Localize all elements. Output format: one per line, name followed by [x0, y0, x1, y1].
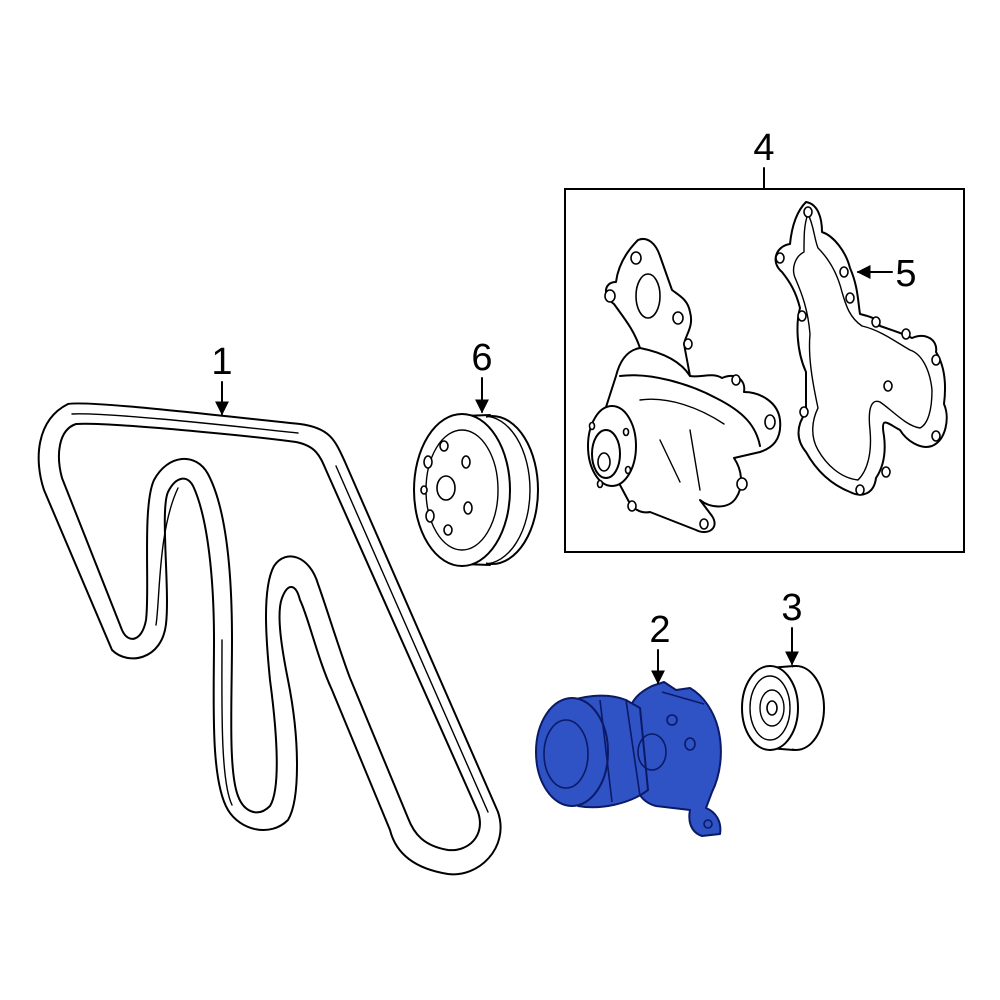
water-pump[interactable] — [587, 238, 782, 534]
callout-2: 2 — [649, 609, 670, 651]
pulley[interactable] — [413, 413, 539, 567]
belt-tensioner[interactable] — [535, 681, 722, 837]
water-pump-gasket[interactable] — [774, 201, 948, 496]
callout-4: 4 — [753, 127, 774, 169]
callout-1: 1 — [211, 341, 232, 383]
callout-5: 5 — [895, 253, 916, 295]
callout-3: 3 — [781, 587, 802, 629]
leader-lines — [215, 167, 893, 685]
serpentine-belt[interactable] — [37, 402, 502, 876]
idler-pulley[interactable] — [741, 665, 825, 751]
callout-6: 6 — [471, 337, 492, 379]
